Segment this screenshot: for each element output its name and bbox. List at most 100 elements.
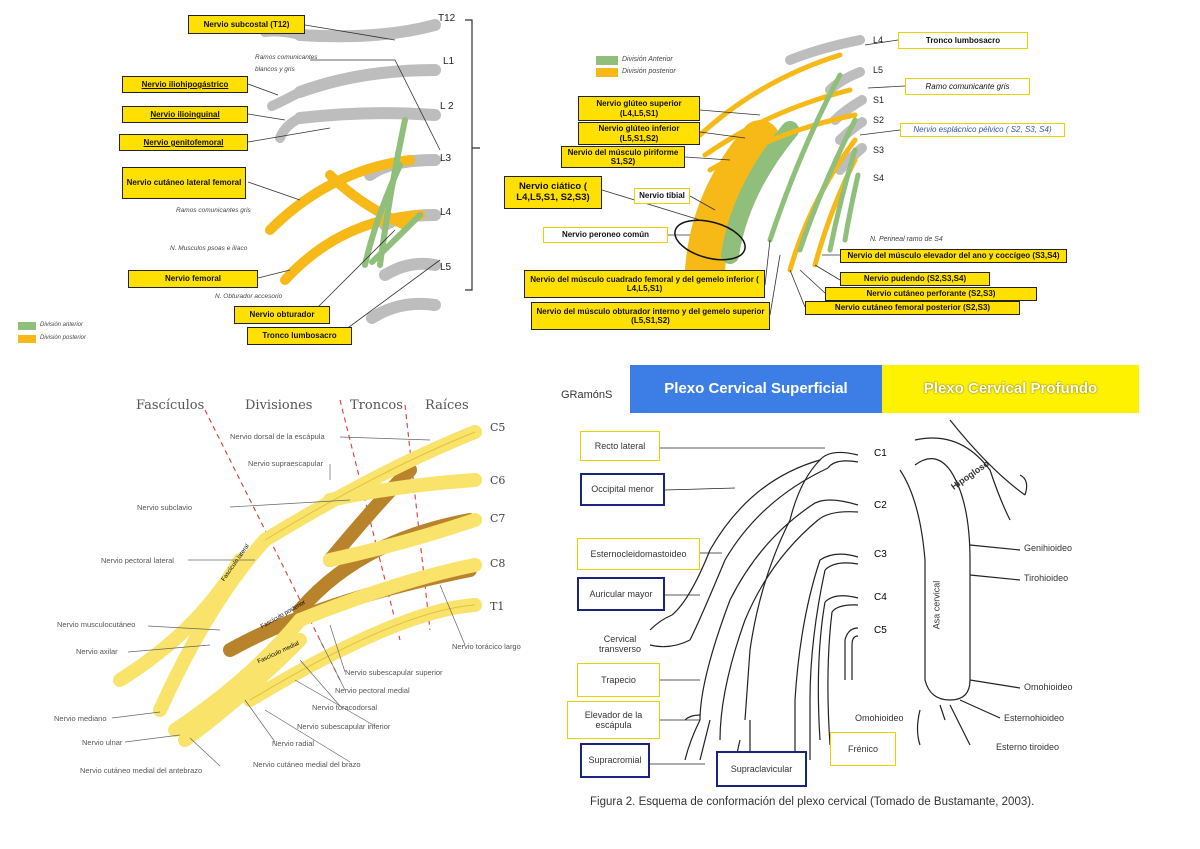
label-transverse-cervical: Cervical transverso — [598, 634, 642, 654]
header-deep-plexus: Plexo Cervical Profundo — [923, 380, 1098, 397]
level-l2: L 2 — [440, 101, 454, 112]
label-lower-subscapular: Nervio subescapular inferior — [297, 722, 391, 731]
note-communicating-branches: Ramos comunicantes blancos y gris — [255, 54, 318, 74]
brand-label: GRamónS — [561, 389, 613, 401]
level-s2: S2 — [873, 115, 885, 125]
label-sternohyoid: Esternohioideo — [1004, 713, 1065, 723]
label-perforating-cutaneous: Nervio cutáneo perforante (S2,S3) — [825, 287, 1037, 301]
label-ansa-cervicalis: Asa cervical — [931, 580, 942, 630]
legend-anterior-sacral: División Anterior — [622, 56, 673, 63]
label-dorsal-scapular: Nervio dorsal de la escápula — [230, 432, 325, 441]
label-rectus-lateralis: Recto lateral — [580, 431, 660, 461]
level-s3: S3 — [873, 145, 885, 155]
label-median: Nervio mediano — [54, 714, 107, 723]
legend-anterior-lumbar: División anterior — [40, 322, 84, 328]
level-c2: C2 — [874, 500, 887, 511]
label-lateral-cutaneous-nerve: Nervio cutáneo lateral femoral — [122, 167, 246, 199]
label-common-peroneal: Nervio peroneo común — [543, 227, 668, 243]
cervical-plexus-drawing — [630, 365, 1139, 776]
label-genitofemoral-nerve: Nervio genitofemoral — [119, 134, 248, 151]
level-sacral-l4: L4 — [873, 35, 884, 45]
label-lateral-pectoral: Nervio pectoral lateral — [101, 556, 174, 565]
level-c1: C1 — [874, 448, 887, 459]
label-piriformis-nerve: Nervio del músculo piriforme S1,S2) — [561, 146, 685, 168]
label-supracromial: Supracromial — [580, 743, 650, 778]
label-levator-ani-nerve: Nervio del músculo elevador del ano y co… — [840, 249, 1067, 263]
label-suprascapular: Nervio supraescapular — [248, 459, 324, 468]
level-l1: L1 — [443, 56, 455, 67]
label-pudendal-nerve: Nervio pudendo (S2,S3,S4) — [840, 272, 990, 286]
label-medial-arm-cutaneous: Nervio cutáneo medial del brazo — [253, 760, 361, 769]
level-c3: C3 — [874, 549, 887, 560]
label-obturator-nerve: Nervio obturador — [234, 306, 330, 324]
level-l4: L4 — [440, 207, 452, 218]
header-superficial-plexus: Plexo Cervical Superficial — [664, 380, 848, 397]
label-gray-ramus: Ramo comunicante gris — [905, 78, 1030, 95]
level-sacral-l5: L5 — [873, 65, 884, 75]
label-femoral-nerve: Nervio femoral — [128, 270, 258, 288]
level-c4: C4 — [874, 592, 887, 603]
level-l5: L5 — [440, 262, 452, 273]
label-omohyoid-left: Omohioideo — [855, 713, 904, 723]
label-iliohypogastric-nerve: Nervio iliohipogástrico — [122, 76, 248, 93]
brachial-plexus-drawing — [111, 399, 482, 767]
root-c8: C8 — [490, 557, 506, 570]
label-musculocutaneous: Nervio musculocutáneo — [57, 620, 136, 629]
label-sciatic-nerve: Nervio ciático ( L4,L5,S1, S2,S3) — [504, 176, 602, 209]
label-levator-scapulae: Elevador de la escápula — [567, 701, 660, 739]
label-medial-forearm-cutaneous: Nervio cutáneo medial del antebrazo — [80, 766, 203, 775]
label-thyrohyoid: Tirohioideo — [1024, 573, 1069, 583]
legend-posterior-lumbar: División posterior — [40, 335, 87, 341]
label-obturator-internus-nerve: Nervio del músculo obturador interno y d… — [531, 302, 770, 330]
label-medial-pectoral: Nervio pectoral medial — [335, 686, 410, 695]
label-radial: Nervio radial — [272, 739, 315, 748]
label-lumbosacral-trunk: Tronco lumbosacro — [247, 327, 352, 345]
label-pelvic-splanchnic: Nervio esplácnico pélvico ( S2, S3, S4) — [900, 123, 1065, 137]
root-t1: T1 — [490, 600, 505, 613]
label-phrenic: Frénico — [830, 732, 896, 766]
label-subclavian: Nervio subclavio — [137, 503, 193, 512]
label-lesser-occipital: Occipital menor — [580, 473, 665, 506]
level-s4: S4 — [873, 173, 885, 183]
label-geniohyoid: Genihioideo — [1024, 543, 1073, 553]
label-trapezius: Trapecio — [577, 663, 660, 697]
label-ilioinguinal-nerve: Nervio ilioinguinal — [122, 106, 248, 123]
label-thoracodorsal: Nervio toracodorsal — [312, 703, 378, 712]
label-posterior-femoral-cutaneous: Nervio cutáneo femoral posterior (S2,S3) — [805, 301, 1020, 315]
label-subcostal-nerve: Nervio subcostal (T12) — [188, 15, 305, 34]
note-gray-branches: Ramos comunicantes gris — [176, 207, 251, 214]
label-sacral-lumbosacral-trunk: Tronco lumbosacro — [898, 32, 1028, 49]
label-omohyoid-right: Omohioideo — [1024, 682, 1073, 692]
label-tibial-nerve: Nervio tibial — [634, 188, 690, 204]
header-roots: Raíces — [425, 398, 469, 413]
sacral-plexus-drawing — [596, 35, 906, 316]
label-axillary: Nervio axilar — [76, 647, 118, 656]
root-c7: C7 — [490, 512, 506, 525]
level-s1: S1 — [873, 95, 885, 105]
note-perineal-branch: N. Perineal ramo de S4 — [870, 236, 943, 243]
header-trunks: Troncos — [350, 398, 403, 413]
root-c5: C5 — [490, 421, 506, 434]
label-sternocleidomastoid: Esternocleidomastoideo — [577, 538, 700, 570]
label-ulnar: Nervio ulnar — [82, 738, 123, 747]
label-superior-gluteal: Nervio glúteo superior (L4,L5,S1) — [578, 96, 700, 121]
header-divisions: Divisiones — [245, 398, 313, 413]
root-c6: C6 — [490, 474, 506, 487]
label-inferior-gluteal: Nervio glúteo inferior (L5,S1,S2) — [578, 122, 700, 145]
label-sternothyroid: Esterno tiroideo — [996, 742, 1060, 752]
lumbar-plexus-drawing — [18, 19, 480, 343]
header-cords: Fascículos — [136, 398, 205, 413]
label-upper-subscapular: Nervio subescapular superior — [345, 668, 443, 677]
label-supraclavicular: Supraclavicular — [716, 751, 807, 787]
level-c5: C5 — [874, 625, 887, 636]
note-psoas-nerve: N. Musculos psoas e ilíaco — [170, 245, 248, 252]
level-l3: L3 — [440, 153, 452, 164]
level-t12: T12 — [438, 13, 456, 24]
label-long-thoracic: Nervio torácico largo — [452, 642, 521, 651]
note-accessory-obturator: N. Obturador accesorio — [215, 293, 283, 300]
label-great-auricular: Auricular mayor — [577, 577, 665, 611]
legend-posterior-sacral: División posterior — [622, 68, 676, 75]
figure-caption: Figura 2. Esquema de conformación del pl… — [590, 796, 1035, 808]
label-quadratus-femoris-nerve: Nervio del músculo cuadrado femoral y de… — [524, 270, 765, 298]
